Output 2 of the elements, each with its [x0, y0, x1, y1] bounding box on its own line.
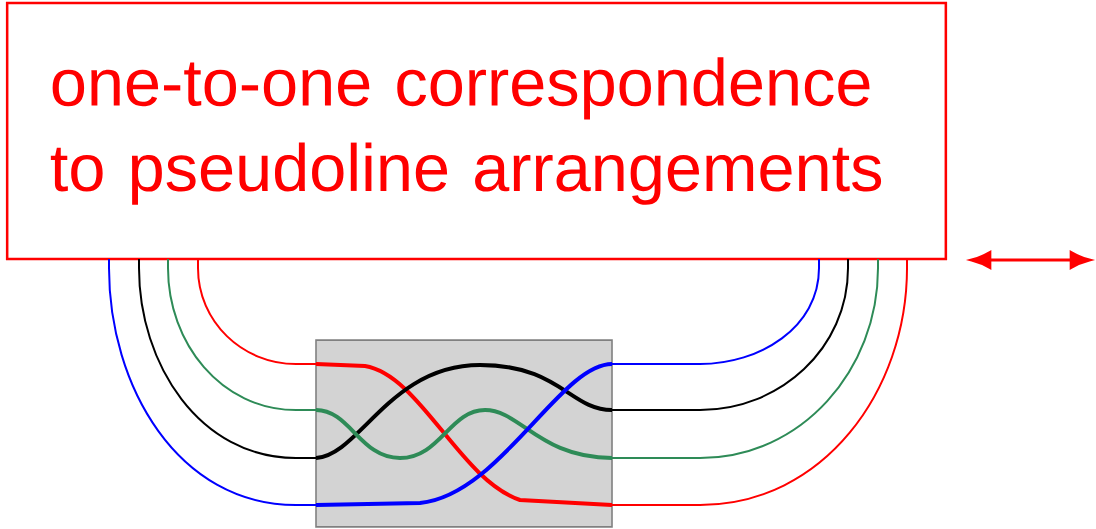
title-box: one-to-one correspondence to pseudoline arrangements [5, 1, 948, 261]
box [315, 339, 613, 528]
